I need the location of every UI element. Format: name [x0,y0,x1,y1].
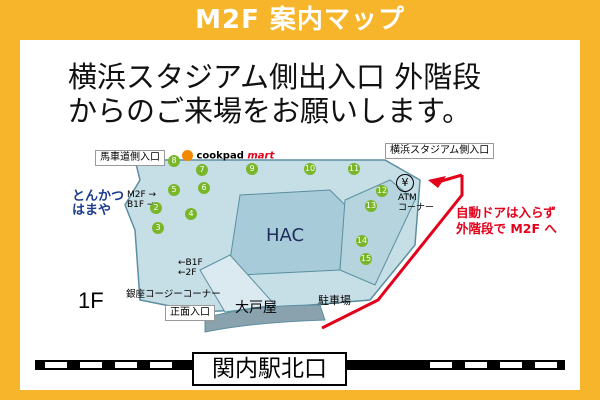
store-marker: 6 [198,182,210,194]
store-marker: 12 [376,185,388,197]
escalator-labels: M2F → B1F → [127,190,157,210]
store-marker: 9 [246,163,258,175]
shop-cookpad: cookpad mart [182,150,274,162]
corridor-east [339,179,416,286]
store-marker: 5 [168,184,180,196]
entrance-front: 正面入口 [165,305,215,321]
page-title: M2F 案内マップ [195,5,405,35]
notice-line-1: 横浜スタジアム側出入口 外階段 [68,60,482,94]
ootoya-block [204,304,326,333]
store-marker: 2 [150,202,162,214]
route-line [321,175,464,330]
entrance-bashamichi: 馬車道側入口 [95,150,165,166]
route-arrow [428,176,446,188]
parking-label: 駐車場 [318,294,351,307]
store-marker: 13 [365,200,377,212]
floor-label: 1F [78,288,104,313]
store-marker: 8 [168,155,180,167]
store-marker: 10 [304,163,316,175]
cookpad-icon [182,150,193,161]
entrance-stadium: 横浜スタジアム側入口 [385,143,495,159]
ootoya-label: 大戸屋 [235,300,277,316]
notice-message: 横浜スタジアム側出入口 外階段 からのご来場をお願いします。 [68,60,481,128]
store-marker: 3 [152,222,164,234]
route-note: 自動ドアは入らず 外階段で M2F へ [456,205,557,236]
hac-label: HAC [266,225,305,246]
atm-corner: ATM コーナー [398,193,435,213]
store-marker: 15 [360,253,372,265]
atm-icon: ¥ [396,174,414,192]
stair-labels: ←B1F ←2F [178,258,203,278]
corridor-south [199,254,277,313]
ginza-cozy-corner: 銀座コージーコーナー [126,289,221,300]
notice-line-2: からのご来場をお願いします。 [68,94,472,128]
store-marker: 4 [185,208,197,220]
store-marker: 14 [356,235,368,247]
tonkatsu-hamaya: とんかつ はまや [72,189,125,218]
map-panel: 横浜スタジアム側出入口 外階段 からのご来場をお願いします。 [20,40,580,390]
store-marker: 11 [348,163,360,175]
store-marker: 7 [196,164,208,176]
station-name: 関内駅北口 [192,352,347,386]
